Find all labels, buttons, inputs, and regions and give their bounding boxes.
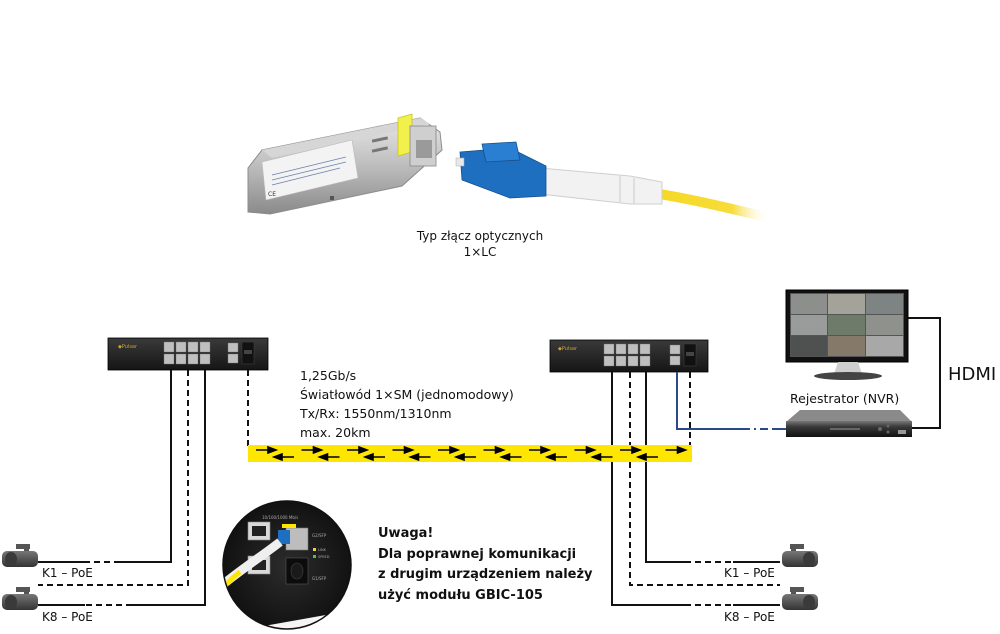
left-camera-k8-label: K8 – PoE	[42, 610, 93, 624]
link-specs: 1,25Gb/s Światłowód 1×SM (jednomodowy) T…	[300, 366, 514, 442]
arrow-tx-icon	[620, 445, 643, 455]
left-switch-logo: ◆Pulsar	[118, 344, 138, 350]
link-speed: 1,25Gb/s	[300, 368, 357, 383]
left-camera-cabling	[38, 370, 206, 606]
arrow-tx-icon	[574, 445, 597, 455]
sfp-label-lines	[271, 156, 347, 186]
link-distance: max. 20km	[300, 425, 371, 440]
arrow-rx-icon	[271, 452, 294, 462]
inset-speed-label: SPEED	[318, 555, 330, 559]
warning-line-4: użyć modułu GBIC-105	[378, 587, 543, 603]
hdmi-label: HDMI	[948, 364, 997, 385]
warning-line-2: Dla poprawnej komunikacji	[378, 546, 577, 562]
arrow-tx-icon	[301, 445, 324, 455]
arrow-rx-icon	[453, 452, 476, 462]
inset-g2sfp-label: G2/SFP	[312, 533, 327, 538]
connector-count-label: 1×LC	[463, 245, 497, 259]
camera-right-k1	[782, 544, 818, 567]
arrow-rx-icon	[590, 452, 613, 462]
sfp-fiber-drops	[247, 370, 691, 450]
camera-right-k8	[782, 587, 818, 610]
sfp-closeup-inset: G2/SFP G1/SFP LINK SPEED 10/100/1000 Mb/…	[222, 500, 352, 630]
arrow-tx-icon	[256, 445, 279, 455]
camera-left-k8	[2, 587, 38, 610]
arrow-tx-icon	[665, 445, 688, 455]
right-camera-k1-label: K1 – PoE	[724, 566, 775, 580]
inset-g1sfp-label: G1/SFP	[312, 576, 327, 581]
arrow-tx-icon	[438, 445, 461, 455]
arrow-rx-icon	[544, 452, 567, 462]
inset-speed-header: 10/100/1000 Mb/s	[262, 515, 298, 520]
inset-link-label: LINK	[318, 548, 327, 552]
arrow-rx-icon	[362, 452, 385, 462]
nvr-recorder	[786, 410, 912, 437]
fiber-link-band	[248, 445, 692, 462]
arrow-rx-icon	[499, 452, 522, 462]
arrow-rx-icon	[317, 452, 340, 462]
hdmi-cable	[908, 317, 941, 429]
arrow-tx-icon	[347, 445, 370, 455]
left-camera-k1-label: K1 – PoE	[42, 566, 93, 580]
arrow-tx-icon	[529, 445, 552, 455]
arrow-rx-icon	[408, 452, 431, 462]
arrow-tx-icon	[483, 445, 506, 455]
nvr-network-link	[676, 372, 786, 430]
warning-line-3: z drugim urządzeniem należy	[378, 567, 593, 582]
link-wavelength: Tx/Rx: 1550nm/1310nm	[300, 406, 452, 421]
warning-title: Uwaga!	[378, 526, 434, 541]
camera-left-k1	[2, 544, 38, 567]
lc-connector-illustration	[455, 141, 775, 223]
arrow-tx-icon	[392, 445, 415, 455]
connector-caption: Typ złącz optycznych 1×LC	[380, 228, 580, 260]
monitor-camera-grid	[791, 294, 903, 356]
monitor	[785, 289, 909, 380]
right-switch-logo: ◆Pulsar	[558, 346, 578, 352]
connector-type-label: Typ złącz optycznych	[416, 229, 544, 243]
compatibility-warning: Uwaga! Dla poprawnej komunikacji z drugi…	[378, 524, 593, 606]
arrow-rx-icon	[635, 452, 658, 462]
ce-mark: CE	[268, 191, 276, 198]
nvr-label: Rejestrator (NVR)	[790, 391, 900, 406]
right-switch: ◆Pulsar	[549, 339, 709, 373]
right-camera-k8-label: K8 – PoE	[724, 610, 775, 624]
link-fiber-type: Światłowód 1×SM (jednomodowy)	[300, 387, 514, 402]
sfp-module-illustration: CE	[247, 113, 443, 215]
left-switch: ◆Pulsar	[107, 337, 269, 371]
